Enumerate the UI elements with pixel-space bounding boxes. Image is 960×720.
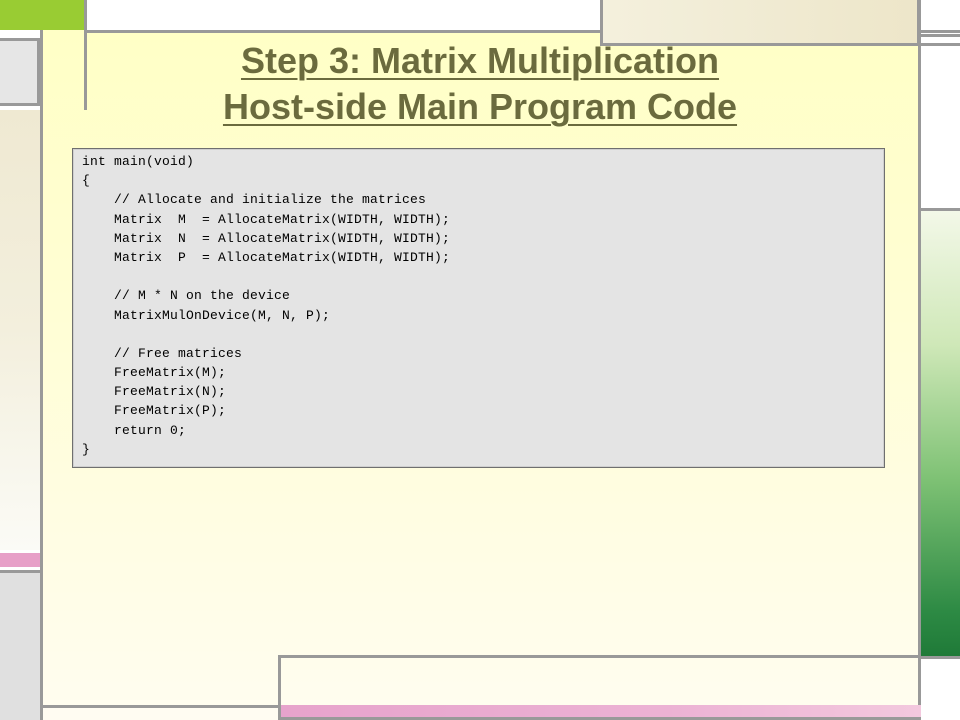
code-line: Matrix M = AllocateMatrix(WIDTH, WIDTH); <box>82 211 451 227</box>
top-white-band <box>84 0 600 30</box>
code-line: Matrix P = AllocateMatrix(WIDTH, WIDTH); <box>82 249 451 265</box>
code-line: FreeMatrix(M); <box>82 365 227 381</box>
code-line: return 0; <box>82 422 187 438</box>
top-left-green-block <box>0 0 84 30</box>
right-bottom-block <box>921 656 960 720</box>
code-listing: int main(void) { // Allocate and initial… <box>72 148 885 468</box>
right-green-gradient-block <box>921 208 960 656</box>
left-grey-block-top <box>0 38 40 106</box>
right-white-block <box>921 46 960 206</box>
code-line-blank <box>82 267 884 286</box>
left-pink-bar <box>0 553 40 567</box>
top-right-tan-block <box>600 0 920 46</box>
left-grey-block-bottom <box>0 570 40 720</box>
top-divider <box>84 30 960 33</box>
code-line: Matrix N = AllocateMatrix(WIDTH, WIDTH); <box>82 230 451 246</box>
code-line-blank <box>82 325 884 344</box>
code-line: } <box>82 441 91 457</box>
code-line: FreeMatrix(P); <box>82 403 227 419</box>
code-line: FreeMatrix(N); <box>82 384 227 400</box>
left-divider <box>40 30 43 720</box>
bottom-left-strip <box>43 705 278 720</box>
code-line: // Allocate and initialize the matrices <box>82 192 427 208</box>
right-top-strip <box>921 34 960 46</box>
bottom-pink-bar <box>281 705 921 720</box>
left-tan-panel <box>0 110 40 550</box>
slide-title-line-1: Step 3: Matrix Multiplication <box>240 40 720 81</box>
slide-title-line-2: Host-side Main Program Code <box>222 86 738 127</box>
code-line: int main(void) <box>82 154 195 169</box>
code-line: { <box>82 173 91 189</box>
code-line: MatrixMulOnDevice(M, N, P); <box>82 307 331 323</box>
top-vertical-divider <box>84 0 87 110</box>
bottom-frame-box <box>278 655 921 720</box>
code-line: // M * N on the device <box>82 288 291 304</box>
code-line: // Free matrices <box>82 345 243 361</box>
right-divider <box>918 0 921 720</box>
slide-title: Step 3: Matrix Multiplication Host-side … <box>100 38 860 130</box>
